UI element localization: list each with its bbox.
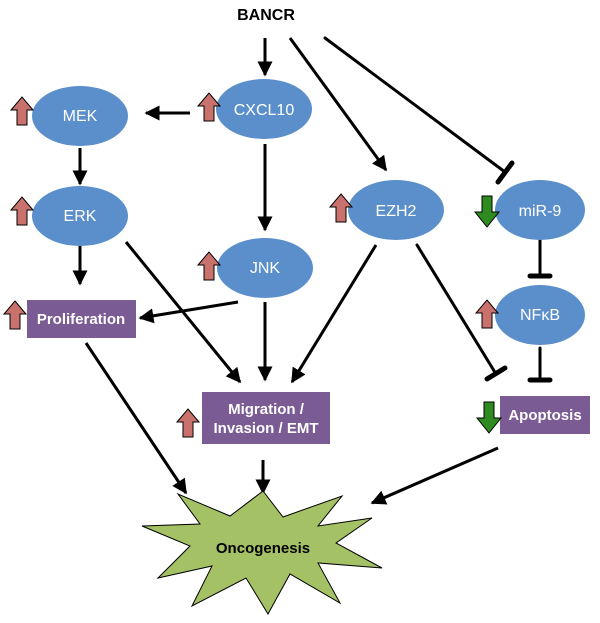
node-cxcl10: CXCL10	[216, 79, 312, 139]
node-oncogenesis-label: Oncogenesis	[216, 540, 310, 557]
up-arrow-icon-migration	[175, 408, 201, 438]
edge-ezh2-apoptosis-tbar	[484, 365, 508, 382]
down-arrow-icon-mir9	[473, 195, 501, 228]
edge-apoptosis-oncogenesis	[370, 446, 499, 505]
edge-bancr-mir9-inhibit	[323, 36, 507, 174]
node-nfkb-label: NFκB	[520, 307, 560, 324]
up-arrow-icon-jnk	[196, 251, 222, 281]
node-migration-shape	[202, 392, 330, 444]
node-erk-label: ERK	[64, 208, 97, 225]
down-arrow-icon-apoptosis	[475, 401, 503, 434]
node-mek-label: MEK	[63, 108, 98, 125]
node-proliferation-label: Proliferation	[37, 311, 125, 328]
node-mir9-label: miR-9	[519, 203, 562, 220]
node-mir9: miR-9	[495, 180, 585, 240]
node-proliferation-shape	[27, 300, 136, 338]
node-mek: MEK	[32, 86, 128, 146]
up-arrow-icon-nfkb	[474, 299, 500, 329]
node-jnk-label: JNK	[250, 260, 281, 277]
node-cxcl10-label: CXCL10	[234, 102, 295, 119]
inhibition-edges	[323, 36, 553, 383]
node-apoptosis: Apoptosis	[500, 396, 590, 434]
edge-jnk-proliferation	[138, 300, 239, 324]
node-ezh2-label: EZH2	[376, 203, 417, 220]
node-mir9-shape	[495, 180, 585, 240]
edge-ezh2-migration	[290, 244, 378, 384]
regulation-arrows	[2, 92, 503, 438]
node-erk: ERK	[32, 186, 128, 246]
up-arrow-icon-mek	[9, 96, 35, 126]
edge-bancr-mir9-tbar	[495, 160, 515, 185]
node-nfkb-shape	[495, 285, 585, 345]
oncogenesis-star	[141, 490, 383, 615]
node-jnk-shape	[217, 238, 313, 298]
edge-bancr-ezh2	[288, 37, 388, 172]
node-ezh2-shape	[348, 180, 444, 240]
node-cxcl10-shape	[216, 79, 312, 139]
root-label: BANCR	[237, 7, 295, 24]
node-nfkb: NFκB	[495, 285, 585, 345]
up-arrow-icon-cxcl10	[196, 92, 222, 122]
edges	[72, 37, 499, 505]
node-ezh2: EZH2	[348, 180, 444, 240]
node-migration-label-line2: Invasion / EMT	[213, 420, 318, 437]
node-erk-shape	[32, 186, 128, 246]
node-migration: Migration / Invasion / EMT	[202, 392, 330, 444]
edge-ezh2-apoptosis-inhibit	[415, 243, 498, 376]
node-apoptosis-label: Apoptosis	[508, 407, 581, 424]
node-proliferation: Proliferation	[27, 300, 136, 338]
node-apoptosis-shape	[500, 396, 590, 434]
edge-proliferation-oncogenesis	[84, 342, 188, 495]
up-arrow-icon-erk	[9, 196, 35, 226]
node-oncogenesis: Oncogenesis	[141, 490, 383, 615]
node-jnk: JNK	[217, 238, 313, 298]
node-mek-shape	[32, 86, 128, 146]
node-migration-label-line1: Migration /	[228, 401, 305, 418]
up-arrow-icon-proliferation	[2, 300, 28, 330]
up-arrow-icon-ezh2	[328, 193, 354, 223]
